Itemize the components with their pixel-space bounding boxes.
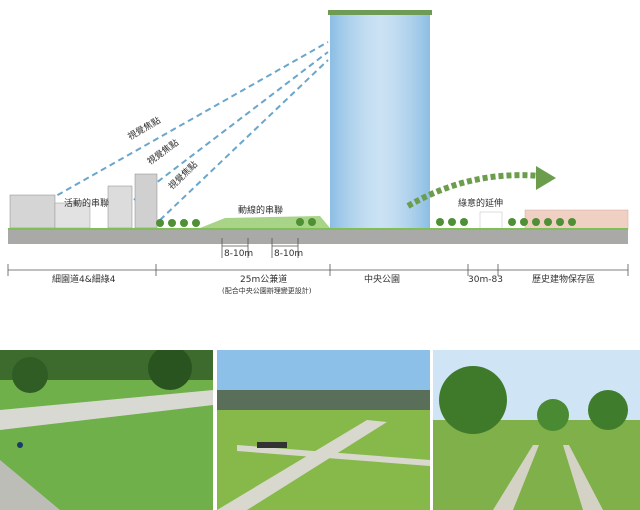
zone-label-4: 30m-83 [468, 275, 503, 285]
section-diagram: 視覺焦點 視覺焦點 視覺焦點 活動的串聯 動線的串聯 綠意的延伸 8-10m 8… [7, 10, 629, 295]
zone-label-5: 歷史建物保存區 [532, 273, 595, 285]
activity-link-label: 活動的串聯 [64, 197, 109, 209]
zone-note-2: (配合中央公園辦理變更設計) [222, 286, 312, 295]
green-extension-arrow [406, 166, 556, 209]
zone-label-3: 中央公園 [364, 273, 400, 285]
park-paths-photo [217, 350, 430, 510]
park-trees-photo [433, 350, 640, 510]
historic-buildings [479, 209, 629, 231]
zone-label-1: 細園道4&細綠4 [52, 273, 116, 285]
dim-left-label: 8-10m [224, 249, 253, 259]
park-lawn-photo [0, 350, 213, 510]
zone-label-2: 25m公兼道 [240, 273, 287, 285]
tower-illustration [328, 10, 432, 230]
sightline-label-2: 視覺焦點 [145, 137, 181, 168]
dynamic-link-label: 動線的串聯 [238, 204, 283, 216]
green-extension-label: 綠意的延伸 [458, 197, 503, 209]
left-buildings [9, 173, 158, 229]
dim-right-label: 8-10m [274, 249, 303, 259]
zone-scale [7, 264, 629, 276]
ground-section [8, 228, 628, 244]
dimension-markers [221, 238, 299, 258]
sightlines [39, 41, 329, 221]
trees [156, 218, 576, 227]
